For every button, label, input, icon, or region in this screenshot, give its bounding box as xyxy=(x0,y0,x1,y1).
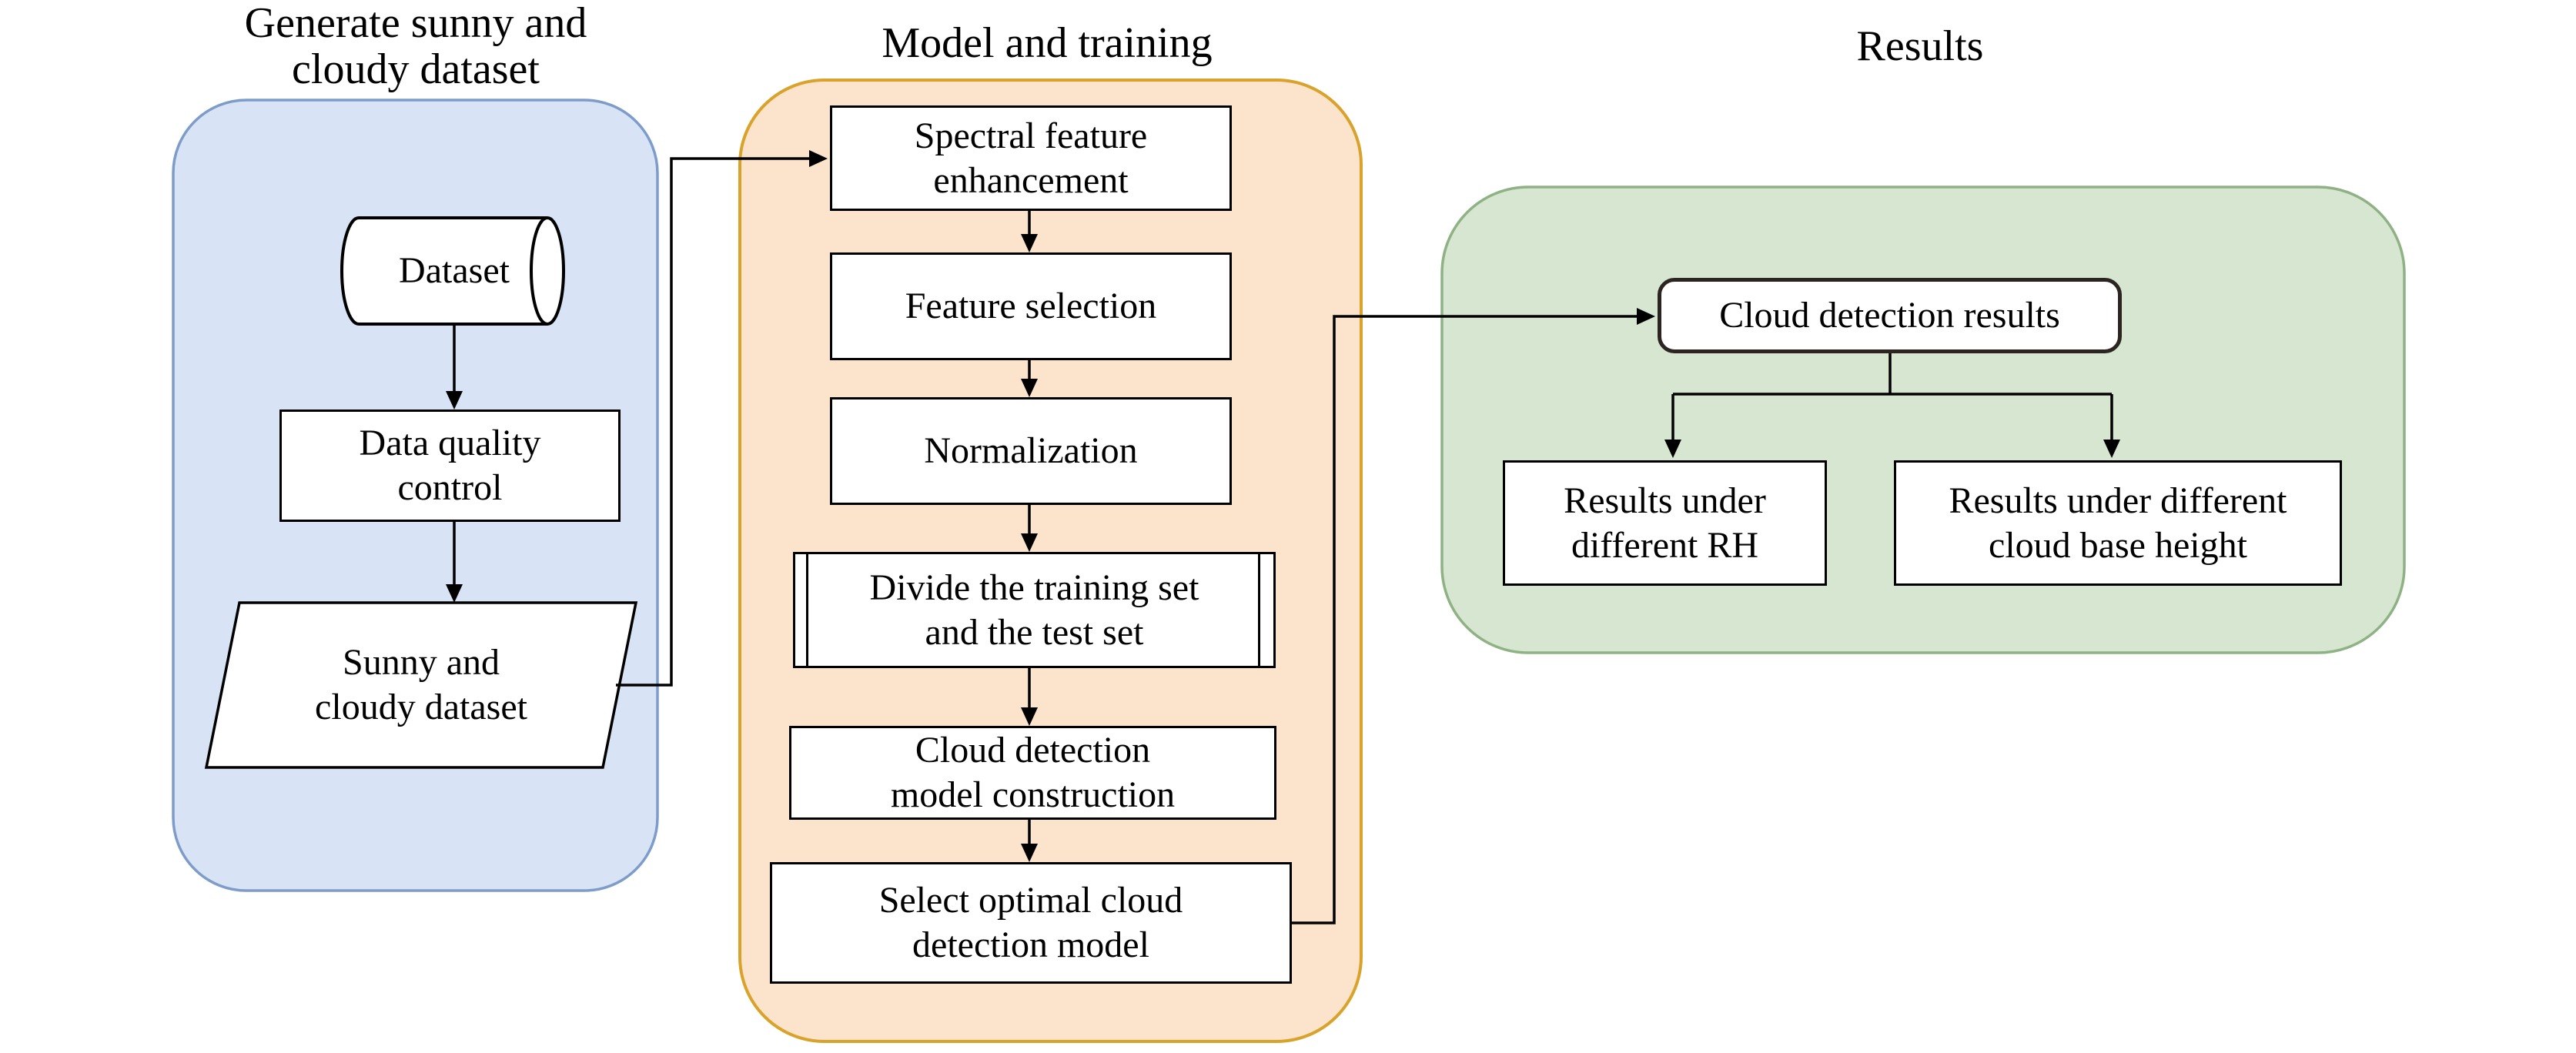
arrowhead-selection xyxy=(1021,234,1038,252)
arrowhead-spectral xyxy=(809,150,828,167)
title-model-training: Model and training xyxy=(882,19,1213,67)
node-normalization: Normalization xyxy=(830,397,1232,505)
node-dataset: Dataset xyxy=(399,250,510,291)
connector-parallelogram-to-spectral xyxy=(616,157,821,687)
title-generate-dataset: Generate sunny and cloudy dataset xyxy=(244,0,587,93)
node-data-quality-control: Data quality control xyxy=(279,410,621,522)
node-divide-label: Divide the training set and the test set xyxy=(869,567,1199,653)
dataset-cylinder-body xyxy=(340,216,547,326)
node-sunny-cloudy-dataset: Sunny and cloudy dataset xyxy=(315,642,527,727)
arrowhead-construction xyxy=(1021,707,1038,726)
connector-results-branch xyxy=(1671,353,2113,452)
connector-select-to-results xyxy=(1292,315,1649,924)
arrowhead-normalization xyxy=(1021,379,1038,397)
dataset-cylinder-cap xyxy=(530,216,565,326)
arrowhead-results-cbh xyxy=(2103,440,2120,458)
arrowhead-select xyxy=(1021,844,1038,862)
arrowhead-results-rh xyxy=(1664,440,1681,458)
node-feature-selection: Feature selection xyxy=(830,252,1232,360)
arrowhead-quality xyxy=(446,391,463,410)
title-results: Results xyxy=(1856,22,1984,70)
arrowhead-parallelogram xyxy=(446,584,463,603)
arrowhead-cloud-results xyxy=(1637,308,1655,325)
predefined-process-bar-left xyxy=(806,554,808,666)
node-results-cloud-base-height: Results under different cloud base heigh… xyxy=(1894,460,2342,586)
node-spectral-feature-enhancement: Spectral feature enhancement xyxy=(830,105,1232,211)
node-cloud-model-construction: Cloud detection model construction xyxy=(789,726,1276,820)
sunny-cloudy-parallelogram xyxy=(204,601,638,769)
node-divide-train-test: Divide the training set and the test set xyxy=(793,552,1276,668)
predefined-process-bar-right xyxy=(1258,554,1260,666)
node-results-rh: Results under different RH xyxy=(1503,460,1827,586)
arrowhead-divide xyxy=(1021,533,1038,552)
node-select-optimal-model: Select optimal cloud detection model xyxy=(770,862,1292,984)
node-cloud-detection-results: Cloud detection results xyxy=(1658,278,2122,353)
